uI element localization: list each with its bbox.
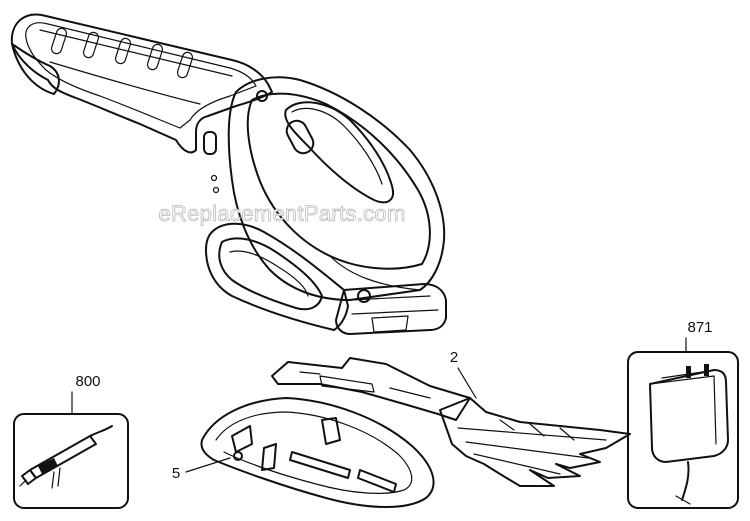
callout-871: 871 <box>687 319 712 336</box>
part-800-charger-cord <box>13 413 129 509</box>
shear-body <box>10 13 447 335</box>
callout-800: 800 <box>75 373 100 390</box>
callout-5: 5 <box>172 465 180 482</box>
part-871-charger-adapter <box>627 351 739 509</box>
watermark-text: eReplacementParts.com <box>158 201 405 226</box>
callout-2: 2 <box>450 349 458 366</box>
part-5-blade-cover <box>200 397 435 508</box>
part-2-blade <box>271 357 631 487</box>
